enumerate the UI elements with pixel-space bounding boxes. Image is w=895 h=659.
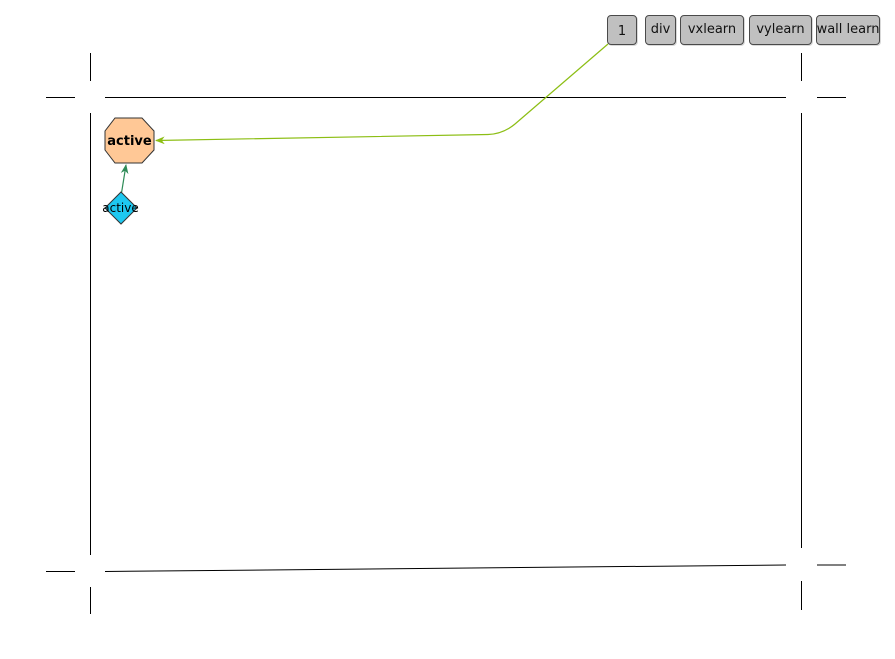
octagon-label: active xyxy=(107,134,152,149)
frame-bottom-wall xyxy=(104,564,787,572)
frame-lines xyxy=(46,53,846,614)
diamond-shape xyxy=(104,191,138,225)
edge-diamond-to-octagon xyxy=(120,164,129,194)
diamond-label: active xyxy=(102,201,138,215)
button-1[interactable]: 1 xyxy=(607,15,637,45)
edge-button-to-octagon xyxy=(155,43,609,145)
vylearn-button[interactable]: vylearn xyxy=(749,15,812,45)
octagon-shape xyxy=(104,117,155,164)
vxlearn-button[interactable]: vxlearn xyxy=(680,15,744,45)
node-octagon-active[interactable]: active xyxy=(104,117,155,164)
node-diamond-active[interactable]: active xyxy=(102,191,139,225)
wall-learn-button[interactable]: wall learn xyxy=(816,15,880,45)
div-button[interactable]: div xyxy=(645,15,676,45)
